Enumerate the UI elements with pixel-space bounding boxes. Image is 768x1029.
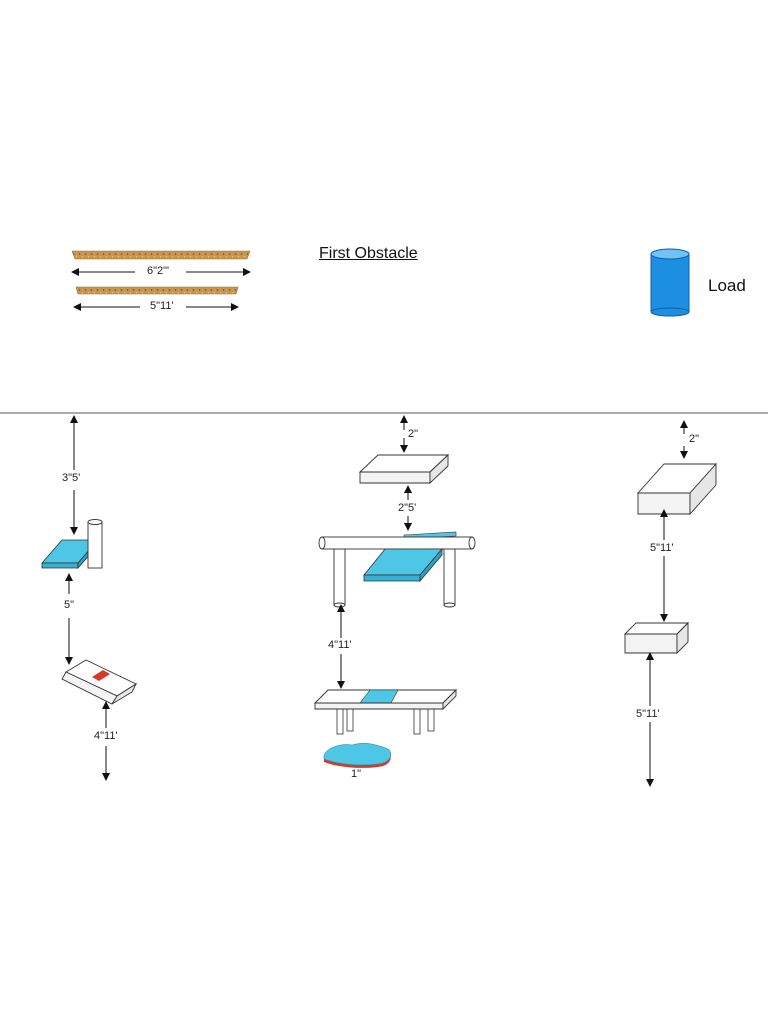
short-rod: [75, 286, 239, 295]
long-rod: [71, 250, 251, 260]
right-block-gap-label: 5"11': [650, 542, 674, 554]
right-bottom-gap-label: 5"11': [636, 708, 660, 720]
middle-top-gap-label: 2": [408, 428, 419, 440]
right-bottom-block: [623, 621, 690, 655]
right-top-block: [636, 462, 718, 516]
middle-block-gap-label: 2"5': [398, 502, 417, 514]
short-rod-length-label: 5"11': [150, 300, 174, 312]
left-post: [87, 519, 103, 569]
page-title: First Obstacle: [319, 245, 418, 262]
left-slanted-block: [61, 659, 138, 705]
middle-flat-block: [358, 453, 450, 485]
middle-table: [313, 688, 458, 735]
load-label: Load: [708, 276, 746, 295]
puddle-height-label: 1": [351, 768, 362, 780]
middle-water-tray: [363, 547, 443, 583]
water-puddle: [323, 743, 391, 768]
load-cylinder: [650, 248, 690, 317]
long-rod-length-label: 6"2"': [147, 265, 170, 277]
left-bottom-gap-label: 4"11': [94, 730, 118, 742]
right-top-gap-label: 2": [689, 433, 700, 445]
middle-table-gap-label: 4"11': [328, 639, 352, 651]
left-middle-gap-label: 5": [64, 599, 75, 611]
left-top-gap-label: 3"5': [62, 472, 81, 484]
